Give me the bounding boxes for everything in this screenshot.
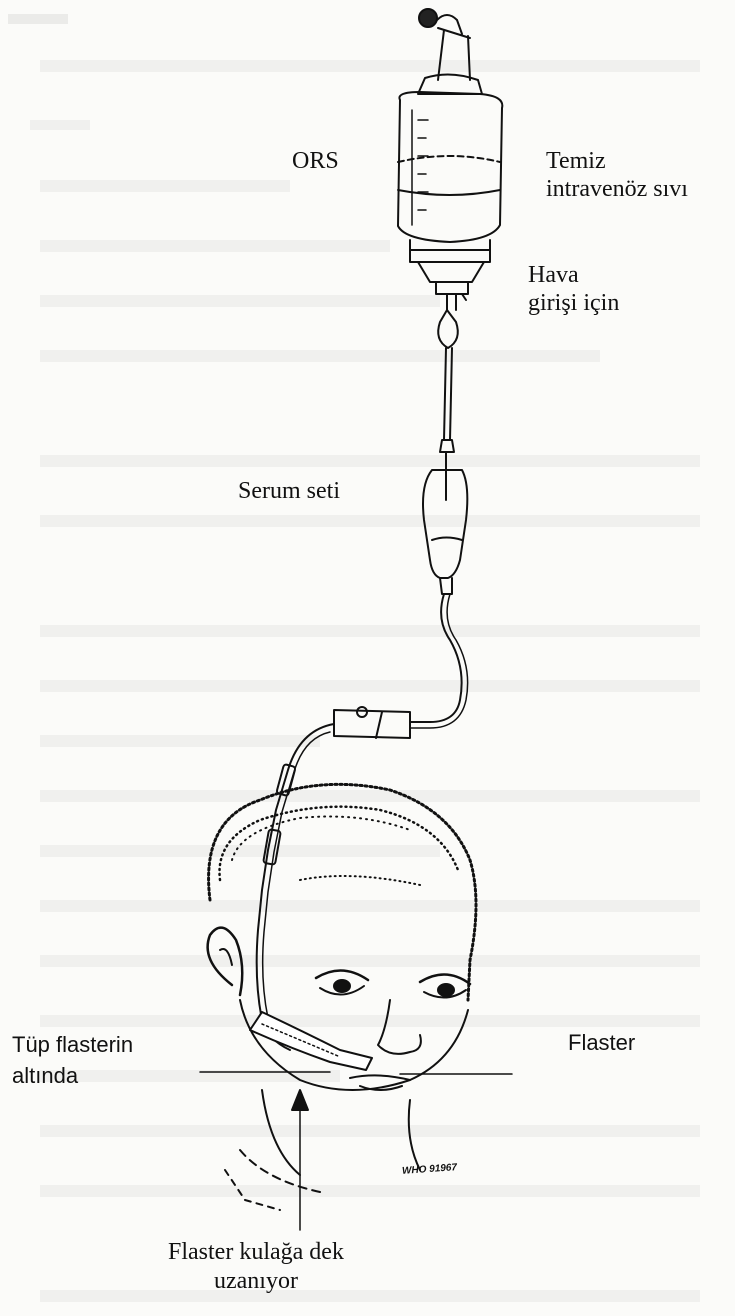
pointer-arrow-tape-to-ear: [292, 1090, 308, 1230]
label-iv-set: Serum seti: [238, 478, 340, 506]
roller-clamp: [334, 707, 410, 738]
label-tube-under-tape-line1: Tüp flasterin: [12, 1030, 133, 1061]
label-tape-to-ear: Flaster kulağa dek uzanıyor: [168, 1238, 344, 1296]
upper-drip-chamber: [438, 310, 458, 470]
label-tube-under-tape: Tüp flasterin altında: [12, 1030, 133, 1092]
label-air-inlet-line1: Hava: [528, 262, 619, 290]
iv-set-drip-chamber: [423, 470, 467, 594]
label-ors: ORS: [292, 148, 339, 176]
label-air-inlet-line2: girişi için: [528, 290, 619, 318]
label-tape-to-ear-line2: uzanıyor: [168, 1267, 344, 1296]
label-tape-to-ear-line1: Flaster kulağa dek: [168, 1238, 344, 1267]
label-clean-iv-fluid-line1: Temiz: [546, 148, 688, 176]
label-tape: Flaster: [568, 1030, 635, 1055]
bottle-hanger-hook: [419, 9, 470, 80]
label-clean-iv-fluid-line2: intravenöz sıvı: [546, 176, 688, 204]
cheek-tape: [250, 1012, 372, 1070]
label-tube-under-tape-line2: altında: [12, 1061, 133, 1092]
label-air-inlet: Hava girişi için: [528, 262, 619, 317]
label-clean-iv-fluid: Temiz intravenöz sıvı: [546, 148, 688, 203]
child-head: [208, 784, 476, 1210]
infusion-tube: [410, 594, 462, 722]
ors-bottle: [398, 74, 502, 310]
